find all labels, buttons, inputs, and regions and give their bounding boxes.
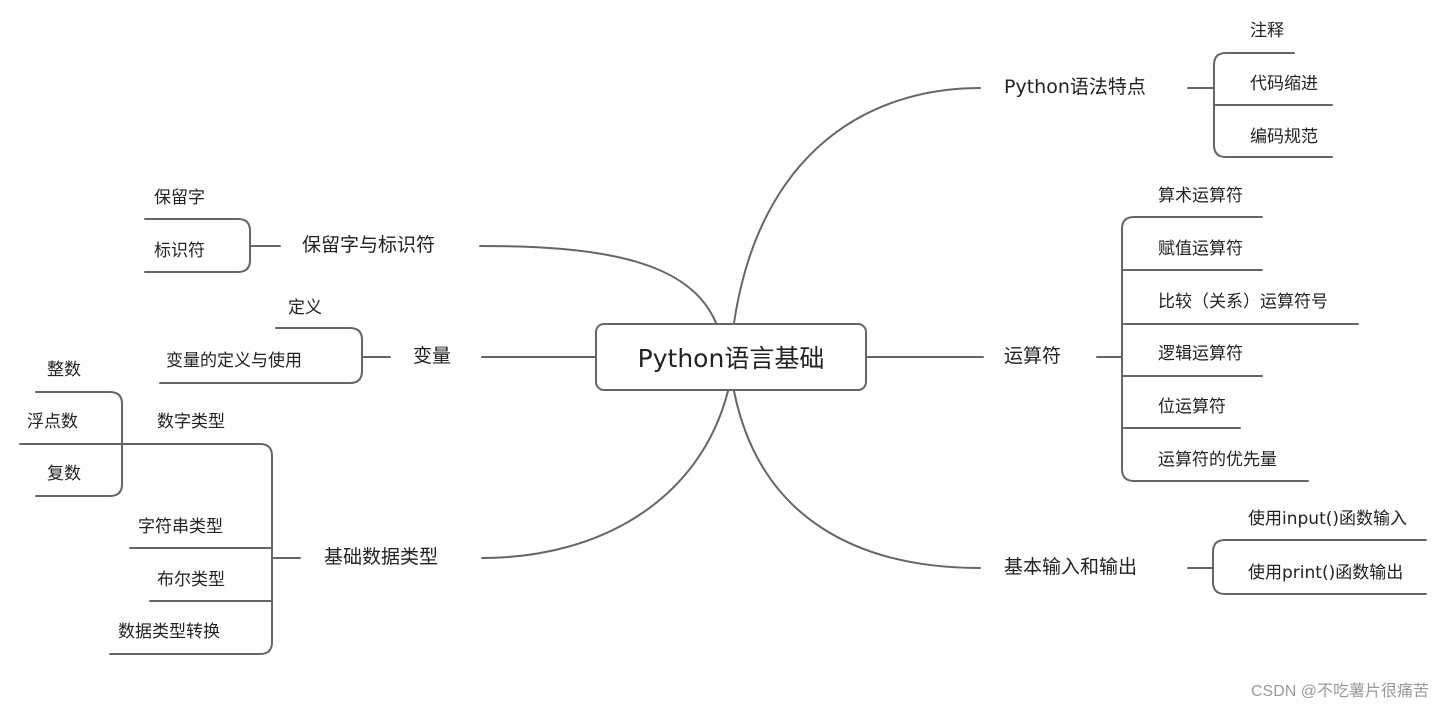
node-comments: 注释 bbox=[1250, 21, 1284, 41]
bracket-operators bbox=[1096, 216, 1359, 482]
node-arithmetic-operators: 算术运算符 bbox=[1158, 186, 1243, 206]
node-comparison-operators: 比较（关系）运算符号 bbox=[1158, 292, 1328, 312]
bracket-reserved bbox=[144, 218, 281, 273]
node-variable-usage: 变量的定义与使用 bbox=[166, 351, 302, 371]
node-input-function: 使用input()函数输入 bbox=[1248, 509, 1407, 529]
node-complex: 复数 bbox=[47, 464, 81, 484]
bracket-variables bbox=[159, 327, 391, 384]
node-float: 浮点数 bbox=[27, 412, 78, 432]
branch-syntax-label: Python语法特点 bbox=[1004, 76, 1146, 98]
node-boolean-type: 布尔类型 bbox=[157, 570, 225, 590]
bracket-io bbox=[1187, 539, 1427, 595]
branch-datatypes-label: 基础数据类型 bbox=[324, 546, 439, 568]
branch-operators-label: 运算符 bbox=[1004, 345, 1062, 367]
node-string-type: 字符串类型 bbox=[138, 517, 223, 537]
node-reserved-words: 保留字 bbox=[154, 188, 205, 208]
node-integer: 整数 bbox=[47, 360, 81, 380]
central-node-label: Python语言基础 bbox=[637, 344, 825, 373]
node-bitwise-operators: 位运算符 bbox=[1158, 397, 1226, 417]
node-assignment-operators: 赋值运算符 bbox=[1158, 239, 1243, 259]
bracket-number-types bbox=[19, 391, 151, 497]
node-number-types: 数字类型 bbox=[157, 412, 225, 432]
bracket-syntax bbox=[1187, 52, 1333, 158]
node-logical-operators: 逻辑运算符 bbox=[1158, 344, 1243, 364]
node-operator-precedence: 运算符的优先量 bbox=[1158, 450, 1277, 470]
node-print-function: 使用print()函数输出 bbox=[1248, 563, 1404, 583]
node-identifiers: 标识符 bbox=[154, 241, 205, 261]
edge-center-io bbox=[733, 390, 981, 569]
node-definition: 定义 bbox=[288, 298, 322, 318]
central-node-box bbox=[595, 323, 867, 391]
node-coding-style: 编码规范 bbox=[1250, 127, 1318, 147]
watermark: CSDN @不吃薯片很痛苦 bbox=[1250, 683, 1429, 700]
branch-io-label: 基本输入和输出 bbox=[1004, 556, 1138, 578]
node-indentation: 代码缩进 bbox=[1250, 74, 1318, 94]
edge-center-syntax bbox=[733, 87, 981, 324]
branch-variables-label: 变量 bbox=[413, 345, 452, 367]
node-type-conversion: 数据类型转换 bbox=[118, 622, 220, 642]
edge-center-datatypes bbox=[481, 390, 729, 559]
branch-reserved-label: 保留字与标识符 bbox=[302, 234, 436, 256]
edge-center-reserved bbox=[479, 245, 717, 324]
bracket-datatypes bbox=[109, 443, 301, 655]
